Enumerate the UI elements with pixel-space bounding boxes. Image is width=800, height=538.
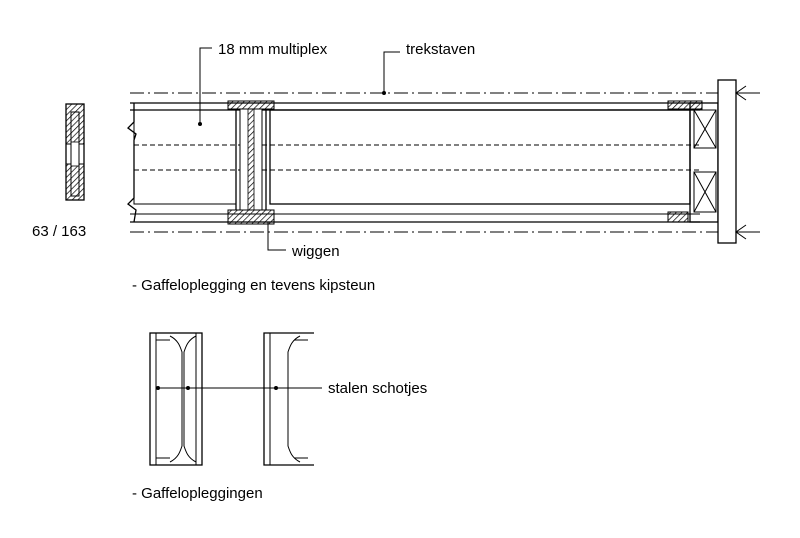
web-panel-right bbox=[269, 109, 691, 205]
end-support bbox=[667, 79, 760, 244]
beam-elevation bbox=[127, 47, 760, 251]
section-size-label: 63 / 163 bbox=[32, 223, 86, 240]
caption-fork-supports: - Gaffelopleggingen bbox=[132, 485, 263, 502]
steel-plates-label: stalen schotjes bbox=[328, 380, 427, 397]
web-panel-left bbox=[133, 109, 237, 205]
wedges-label: wiggen bbox=[291, 243, 340, 260]
timber-cross-section bbox=[65, 103, 85, 201]
multiplex-label: 18 mm multiplex bbox=[218, 41, 328, 58]
caption-fork-support: - Gaffeloplegging en tevens kipsteun bbox=[132, 277, 375, 294]
tension-rods-label: trekstaven bbox=[406, 41, 475, 58]
fork-supports-detail bbox=[149, 332, 322, 466]
steel-fork-support bbox=[227, 100, 275, 225]
